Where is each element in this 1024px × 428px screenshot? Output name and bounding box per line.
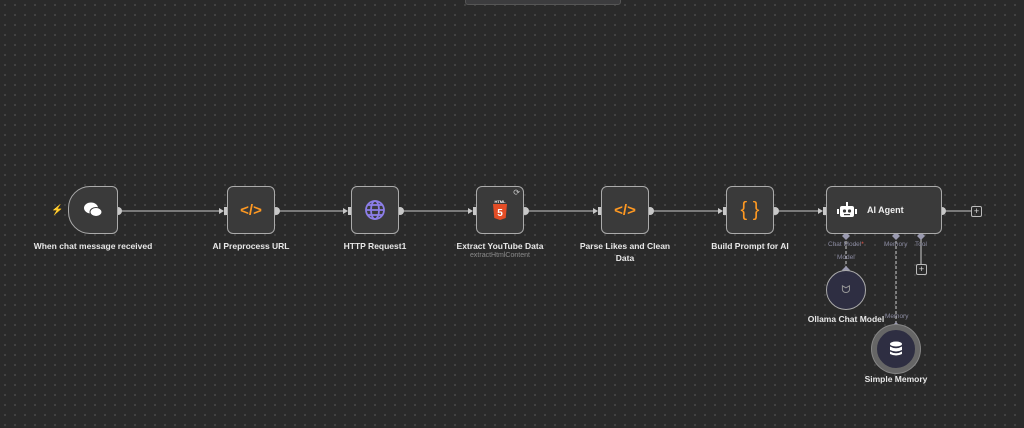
trigger-bolt-icon: ⚡ [51,205,64,216]
svg-text:5: 5 [497,208,503,219]
port-model: Model [837,254,855,261]
node-label: Simple Memory [864,374,928,384]
code-icon: </> [614,201,636,219]
node-extract-youtube-data[interactable]: HTML 5 ⟳ [476,186,524,234]
node-label: AI Preprocess URL [212,241,290,251]
port-memory-sub: Memory [885,313,909,320]
node-ai-agent[interactable]: AI Agent [826,186,942,234]
node-label: When chat message received [33,241,153,251]
top-toolbar [465,0,621,5]
port-memory: Memory [884,241,908,248]
add-node-button[interactable]: + [971,206,982,217]
node-label: Ollama Chat Model [807,314,885,324]
svg-text:HTML: HTML [494,199,506,204]
node-label: Build Prompt for AI [711,241,789,251]
node-label: HTTP Request1 [343,241,407,251]
chat-icon [84,202,103,217]
port-chat-model: Chat Model* [828,241,864,248]
node-http-request1[interactable] [351,186,399,234]
node-simple-memory[interactable] [872,325,920,373]
node-subtitle: extractHtmlContent [470,252,530,259]
port-tool: Tool [915,241,927,248]
node-build-prompt-for-ai[interactable]: { } [726,186,774,234]
llama-icon: ᗢ [841,283,851,296]
node-when-chat-message-received[interactable] [68,186,118,234]
node-ollama-chat-model[interactable]: ᗢ [826,270,866,310]
code-icon: </> [240,201,262,219]
node-label: Parse Likes and Clean Data [579,241,671,263]
node-label: Extract YouTube Data [456,241,544,251]
globe-icon [365,200,385,220]
html5-icon: HTML 5 [493,199,507,220]
refresh-icon[interactable]: ⟳ [513,188,520,197]
node-parse-likes-and-clean-data[interactable]: </> [601,186,649,234]
node-label: AI Agent [867,205,904,215]
braces-icon: { } [740,198,760,221]
robot-icon [837,202,857,217]
add-tool-button[interactable]: + [916,264,927,275]
database-icon [890,341,902,356]
node-ai-preprocess-url[interactable]: </> [227,186,275,234]
